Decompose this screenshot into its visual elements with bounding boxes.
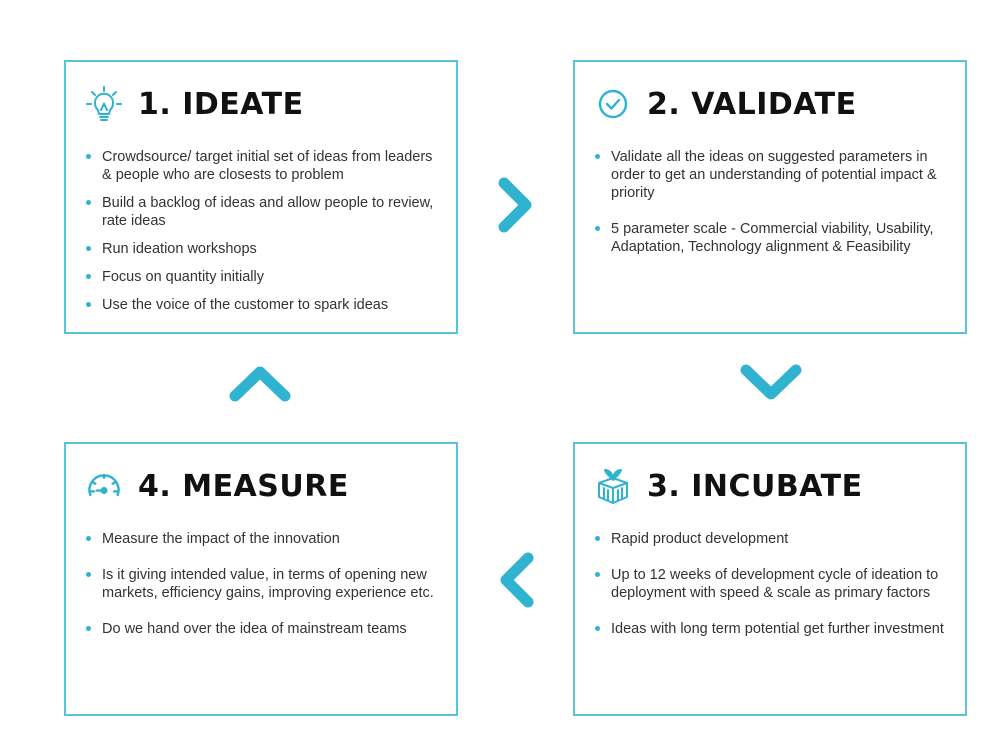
list-item: Ideas with long term potential get furth… bbox=[595, 620, 951, 638]
card-title: 1. IDEATE bbox=[138, 86, 304, 122]
list-item: Crowdsource/ target initial set of ideas… bbox=[86, 148, 442, 184]
list-item: 5 parameter scale - Commercial viability… bbox=[595, 220, 951, 256]
card-header: 4. MEASURE bbox=[84, 464, 349, 508]
list-item: Do we hand over the idea of mainstream t… bbox=[86, 620, 442, 638]
check-circle-icon bbox=[593, 84, 633, 124]
seedling-box-icon bbox=[593, 466, 633, 506]
list-item: Build a backlog of ideas and allow peopl… bbox=[86, 194, 442, 230]
list-item: Measure the impact of the innovation bbox=[86, 530, 442, 548]
chevron-up-icon bbox=[229, 366, 291, 402]
card-header: 3. INCUBATE bbox=[593, 464, 863, 508]
card-title: 3. INCUBATE bbox=[647, 468, 863, 504]
bullet-list: Measure the impact of the innovation Is … bbox=[86, 530, 442, 656]
card-incubate: 3. INCUBATE Rapid product development Up… bbox=[573, 442, 967, 716]
card-validate: 2. VALIDATE Validate all the ideas on su… bbox=[573, 60, 967, 334]
card-title: 2. VALIDATE bbox=[647, 86, 857, 122]
list-item: Rapid product development bbox=[595, 530, 951, 548]
list-item: Focus on quantity initially bbox=[86, 268, 442, 286]
card-measure: 4. MEASURE Measure the impact of the inn… bbox=[64, 442, 458, 716]
card-ideate: 1. IDEATE Crowdsource/ target initial se… bbox=[64, 60, 458, 334]
list-item: Run ideation workshops bbox=[86, 240, 442, 258]
card-header: 2. VALIDATE bbox=[593, 82, 857, 126]
bullet-list: Validate all the ideas on suggested para… bbox=[595, 148, 951, 274]
lightbulb-icon bbox=[84, 84, 124, 124]
chevron-left-icon bbox=[500, 552, 534, 608]
speedometer-icon bbox=[84, 466, 124, 506]
bullet-list: Crowdsource/ target initial set of ideas… bbox=[86, 148, 442, 324]
card-title: 4. MEASURE bbox=[138, 468, 349, 504]
list-item: Use the voice of the customer to spark i… bbox=[86, 296, 442, 314]
list-item: Is it giving intended value, in terms of… bbox=[86, 566, 442, 602]
chevron-down-icon bbox=[740, 364, 802, 400]
list-item: Validate all the ideas on suggested para… bbox=[595, 148, 951, 202]
list-item: Up to 12 weeks of development cycle of i… bbox=[595, 566, 951, 602]
chevron-right-icon bbox=[498, 177, 532, 233]
card-header: 1. IDEATE bbox=[84, 82, 304, 126]
bullet-list: Rapid product development Up to 12 weeks… bbox=[595, 530, 951, 656]
